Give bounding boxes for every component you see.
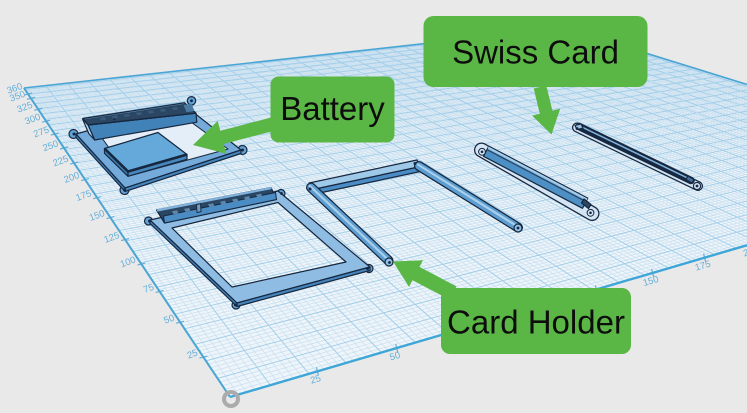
svg-text:Battery: Battery — [280, 90, 385, 127]
svg-text:200: 200 — [742, 245, 747, 260]
svg-text:360: 360 — [5, 81, 24, 97]
svg-text:Swiss Card: Swiss Card — [452, 34, 619, 71]
svg-text:75: 75 — [142, 282, 156, 296]
svg-text:150: 150 — [642, 274, 660, 289]
svg-text:250: 250 — [41, 138, 60, 154]
svg-text:175: 175 — [694, 259, 712, 274]
svg-text:50: 50 — [388, 350, 401, 363]
svg-text:225: 225 — [51, 154, 70, 170]
svg-text:200: 200 — [62, 170, 81, 186]
svg-text:350: 350 — [8, 89, 27, 105]
svg-text:25: 25 — [186, 348, 200, 362]
svg-text:Card Holder: Card Holder — [447, 304, 625, 341]
svg-text:325: 325 — [16, 100, 35, 116]
svg-text:50: 50 — [162, 313, 176, 327]
svg-text:25: 25 — [309, 373, 322, 386]
svg-text:150: 150 — [88, 208, 107, 224]
svg-text:175: 175 — [74, 188, 93, 204]
svg-text:125: 125 — [102, 230, 121, 246]
svg-text:100: 100 — [119, 255, 138, 271]
svg-text:300: 300 — [23, 112, 42, 128]
svg-text:275: 275 — [32, 125, 51, 141]
